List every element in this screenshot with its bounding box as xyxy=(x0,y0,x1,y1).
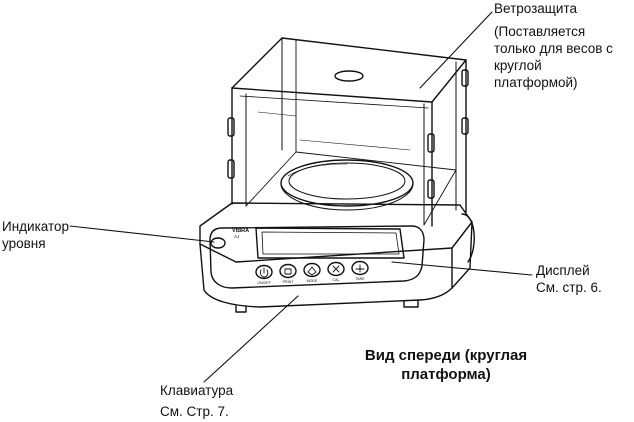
leader-level xyxy=(69,225,215,243)
leader-display xyxy=(391,261,533,276)
windshield-case xyxy=(227,37,469,227)
display-line: См. стр. 6. xyxy=(536,280,602,295)
display-line: Дисплей xyxy=(536,263,590,278)
brand-text: VIBRA xyxy=(232,228,249,234)
figure-caption: Вид спереди (круглая платформа) xyxy=(346,346,546,384)
caption-line: Вид спереди (круглая xyxy=(364,347,528,364)
windshield-label: Ветрозащита (Поставляется только для вес… xyxy=(494,0,613,91)
key-caption: MODE xyxy=(307,279,318,283)
key-caption: TARE xyxy=(355,277,365,281)
model-text: AJ xyxy=(234,234,239,239)
keypad-line: См. Стр. 7. xyxy=(160,404,229,419)
power-icon xyxy=(259,267,269,278)
keypad-line: Клавиатура xyxy=(160,383,234,398)
level-indicator-line: уровня xyxy=(2,236,46,251)
key-caption: ON/OFF xyxy=(257,281,271,285)
weighing-pan xyxy=(280,159,414,211)
caption-line: платформа) xyxy=(401,366,491,383)
display-label: Дисплей См. стр. 6. xyxy=(536,262,602,296)
windshield-note-line: круглой xyxy=(494,58,542,73)
leader-keypad xyxy=(203,295,299,383)
windshield-title: Ветрозащита xyxy=(494,1,577,16)
level-indicator-bubble xyxy=(210,237,226,249)
key-caption: CAL xyxy=(333,278,340,282)
keypad-label: Клавиатура См. Стр. 7. xyxy=(160,380,233,422)
leader-lines xyxy=(69,11,533,383)
level-indicator-label: Индикатор уровня xyxy=(2,218,69,252)
print-icon xyxy=(284,268,292,275)
key-caption: PRINT xyxy=(283,280,295,284)
mode-icon xyxy=(307,266,317,276)
balance-base xyxy=(199,202,475,313)
lcd-display xyxy=(255,227,405,259)
tare-icon xyxy=(355,264,365,273)
keypad xyxy=(255,260,369,280)
cal-icon xyxy=(332,265,340,273)
windshield-note-line: платформой) xyxy=(494,75,578,90)
control-panel xyxy=(209,225,425,289)
level-indicator-line: Индикатор xyxy=(2,219,70,234)
windshield-note-line: только для весов с xyxy=(494,41,613,56)
leader-windshield xyxy=(419,11,493,89)
windshield-note-line: (Поставляется xyxy=(494,24,586,39)
